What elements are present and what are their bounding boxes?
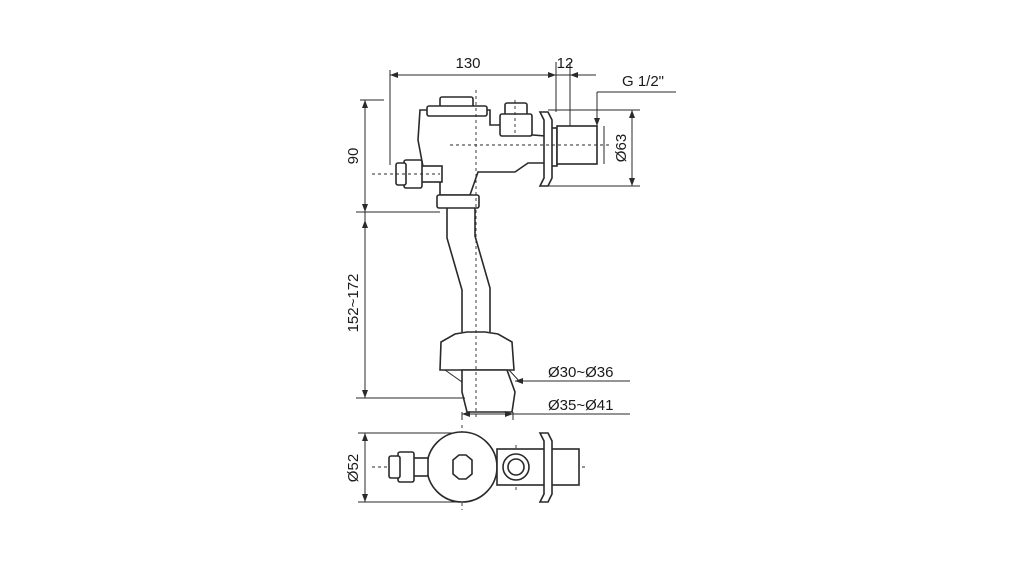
side-view [372, 90, 610, 420]
thread-label: G 1/2" [622, 73, 664, 90]
outlet-sleeve [461, 369, 516, 413]
dim-flange-dia-label: Ø63 [613, 134, 630, 162]
top-inlet-pipe [548, 448, 580, 486]
dim-outlet-inner-label: Ø30~Ø36 [548, 364, 613, 381]
dimension-lines [356, 62, 676, 503]
dim-90-label: 90 [345, 148, 362, 165]
top-flange [538, 432, 553, 503]
top-view [372, 425, 585, 510]
dim-body-dia-label: Ø52 [345, 454, 362, 482]
body-nut [436, 194, 480, 209]
dim-outlet-outer-label: Ø35~Ø41 [548, 397, 613, 414]
outlet-coupling [439, 331, 515, 371]
dim-length-label: 152~172 [345, 274, 362, 333]
dim-130-label: 130 [455, 55, 480, 72]
hex-nut [452, 454, 473, 480]
dim-12-label: 12 [557, 55, 574, 72]
